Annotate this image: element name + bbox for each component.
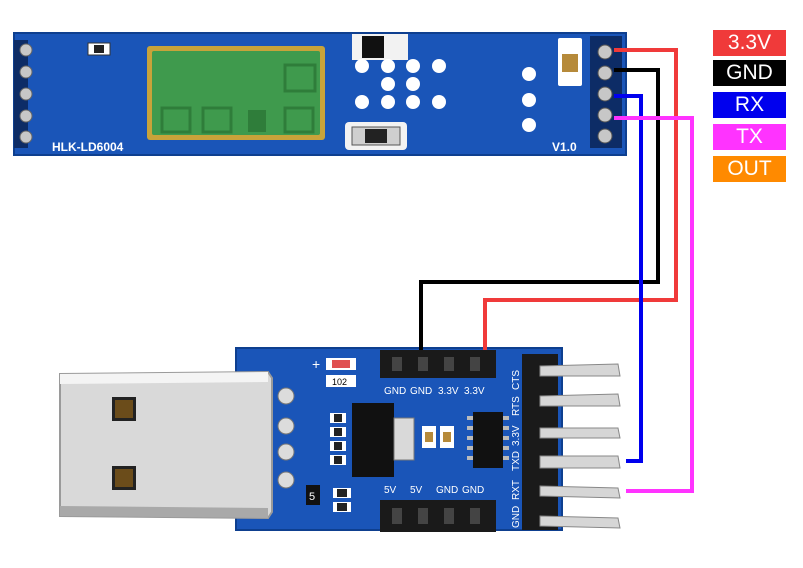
resistor bbox=[326, 375, 356, 387]
top-pin-header bbox=[380, 350, 496, 378]
usb-regulator bbox=[352, 403, 415, 477]
legend-rx: RX bbox=[713, 92, 786, 118]
radar-pads bbox=[355, 59, 536, 132]
wire-3v3 bbox=[483, 48, 678, 350]
right-header-label: GND bbox=[511, 506, 522, 528]
right-header-label: TXD bbox=[511, 451, 522, 471]
usb-a-plug bbox=[59, 370, 273, 520]
radar-version-label: V1.0 bbox=[552, 140, 577, 154]
chip-mark: 5 bbox=[309, 491, 315, 503]
radar-module-board: HLK-LD6004 V1.0 bbox=[13, 32, 627, 156]
usb-serial-chip bbox=[467, 412, 509, 468]
right-header-label: RXT bbox=[511, 480, 522, 500]
wires bbox=[419, 48, 694, 493]
right-header-label: RTS bbox=[511, 396, 522, 416]
legend-tx: TX bbox=[713, 124, 786, 150]
radar-regulator bbox=[352, 34, 408, 60]
right-header-label: CTS bbox=[511, 370, 522, 390]
right-pin-header bbox=[522, 354, 558, 530]
bottom-header-label: 5V bbox=[384, 485, 397, 496]
radar-capacitor bbox=[558, 38, 582, 86]
legend-3v3: 3.3V bbox=[713, 30, 786, 56]
top-header-label: 3.3V bbox=[464, 386, 485, 397]
top-header-label: 3.3V bbox=[438, 386, 459, 397]
usb-adapter: + 102 5 bbox=[59, 347, 621, 532]
bottom-header-label: GND bbox=[462, 485, 484, 496]
bottom-header-labels: 5V 5V GND GND bbox=[384, 485, 484, 496]
wire-tx bbox=[614, 116, 694, 493]
right-pins bbox=[539, 363, 621, 529]
right-header-label: 3.3V bbox=[511, 425, 522, 446]
radar-left-pins bbox=[14, 40, 33, 148]
top-header-labels: GND GND 3.3V 3.3V bbox=[384, 386, 485, 397]
svg-text:+: + bbox=[312, 356, 320, 372]
wire-rx bbox=[614, 94, 643, 463]
radar-led bbox=[345, 122, 407, 150]
legend-out: OUT bbox=[713, 156, 786, 182]
bottom-header-label: 5V bbox=[410, 485, 423, 496]
wire-gnd bbox=[419, 68, 660, 350]
top-header-label: GND bbox=[384, 386, 406, 397]
bottom-pin-header bbox=[380, 500, 496, 532]
radar-model-label: HLK-LD6004 bbox=[52, 140, 124, 154]
right-header-labels: GND RXT TXD 3.3V RTS CTS bbox=[511, 370, 522, 528]
top-header-label: GND bbox=[410, 386, 432, 397]
radar-right-pins bbox=[590, 36, 622, 148]
resistor-code: 102 bbox=[332, 377, 347, 387]
legend-gnd: GND bbox=[713, 60, 786, 86]
bottom-header-label: GND bbox=[436, 485, 458, 496]
radar-antenna bbox=[147, 46, 325, 140]
